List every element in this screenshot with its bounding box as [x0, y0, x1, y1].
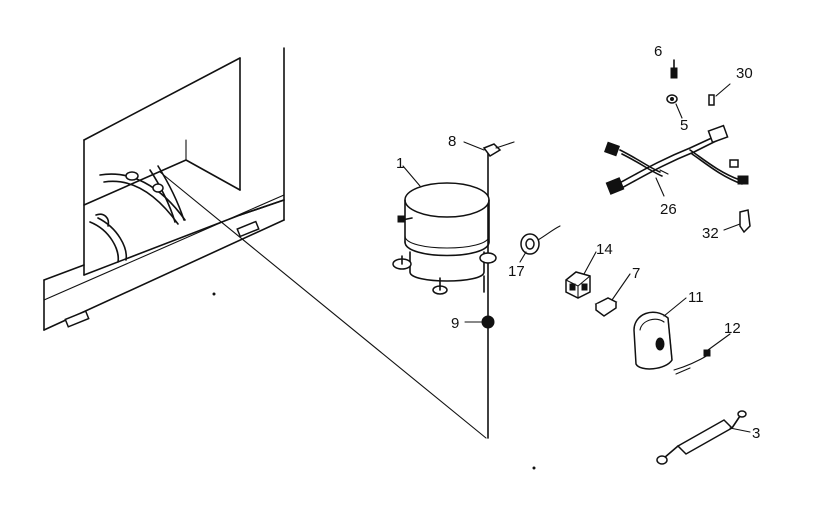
part-9-filter — [481, 315, 495, 329]
callout-32: 32 — [702, 225, 719, 242]
part-17-protector — [520, 225, 561, 255]
callout-5: 5 — [680, 117, 688, 134]
callout-30: 30 — [736, 65, 753, 82]
callout-3: 3 — [752, 425, 760, 442]
callout-12: 12 — [724, 320, 741, 337]
callout-9: 9 — [451, 315, 459, 332]
callout-labels: 1 3 5 6 7 8 9 11 12 14 17 26 30 32 — [396, 43, 760, 442]
callout-6: 6 — [654, 43, 662, 60]
refrigerator-cabinet — [43, 47, 285, 331]
callout-7: 7 — [632, 265, 640, 282]
callout-26: 26 — [660, 201, 677, 218]
callout-14: 14 — [596, 241, 613, 258]
leader-line — [159, 171, 487, 439]
callout-8: 8 — [448, 133, 456, 150]
part-26-harness — [604, 124, 749, 195]
callout-17: 17 — [508, 263, 525, 280]
part-7-cap — [594, 297, 618, 317]
scan-speck — [532, 466, 536, 470]
part-1-compressor — [392, 182, 497, 295]
part-30-screw — [708, 83, 731, 106]
part-11-cover — [633, 311, 673, 370]
scan-speck — [212, 292, 216, 296]
part-32-clamp — [723, 209, 751, 234]
part-3-drier — [656, 410, 747, 465]
part-6-screw — [670, 59, 678, 79]
part-5-grommet — [666, 94, 678, 104]
callout-11: 11 — [688, 289, 704, 306]
part-14-relay — [565, 271, 591, 299]
callout-leaders — [402, 103, 751, 433]
callout-1: 1 — [396, 155, 404, 172]
part-8-clip — [482, 141, 515, 157]
part-12-clip — [673, 349, 711, 375]
